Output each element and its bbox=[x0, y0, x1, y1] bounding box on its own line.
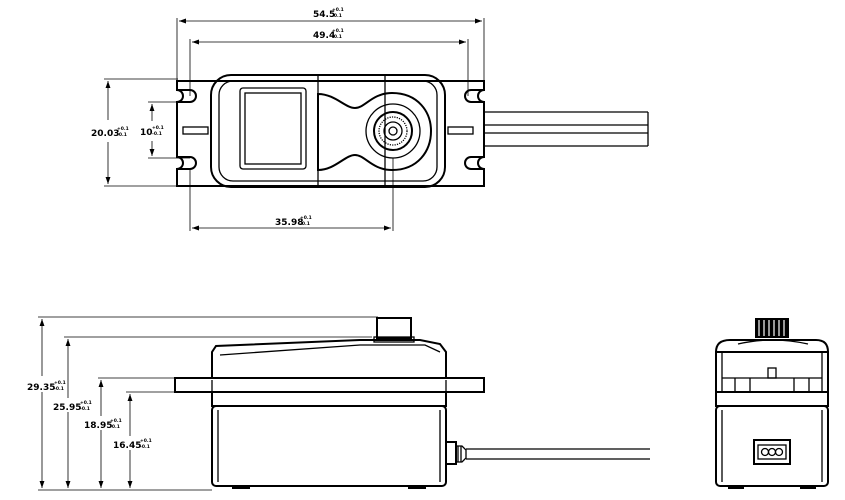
end-cable-connector bbox=[753, 439, 791, 465]
cable-top bbox=[484, 111, 649, 147]
top-case-outline bbox=[210, 74, 446, 188]
end-middle-band bbox=[715, 391, 829, 407]
svg-text:+0.1: +0.1 bbox=[54, 380, 66, 386]
svg-text:-0.1: -0.1 bbox=[332, 13, 342, 19]
side-cable bbox=[446, 441, 650, 465]
svg-text:-0.1: -0.1 bbox=[54, 386, 64, 392]
spline-gear bbox=[373, 111, 413, 151]
mount-slot-top-left bbox=[177, 89, 197, 103]
dim-spline-offset-label: 35.98 bbox=[275, 218, 303, 228]
dim-overall-height: 29.35 +0.1 -0.1 bbox=[27, 319, 66, 488]
svg-text:-0.1: -0.1 bbox=[152, 131, 162, 137]
mount-slot-top-right bbox=[464, 89, 484, 103]
side-view: 29.35 +0.1 -0.1 25.95 +0.1 -0.1 18.95 +0… bbox=[27, 316, 650, 491]
dim-hole-spacing-width: 10 +0.1 -0.1 bbox=[140, 101, 190, 159]
dim-flange-bottom-height: 16.45 +0.1 -0.1 bbox=[113, 394, 152, 488]
svg-text:-0.1: -0.1 bbox=[110, 424, 120, 430]
dim-overall-length-label: 54.5 bbox=[313, 10, 335, 20]
side-spline bbox=[373, 317, 415, 343]
end-spline bbox=[755, 318, 789, 338]
dim-overall-length: 54.5 +0.1 -0.1 bbox=[176, 7, 485, 80]
svg-text:+0.1: +0.1 bbox=[332, 7, 344, 13]
dim-flange-top-height-label: 18.95 bbox=[84, 421, 112, 431]
svg-text:+0.1: +0.1 bbox=[117, 126, 129, 132]
end-view bbox=[714, 318, 830, 489]
dim-hole-spacing-length-label: 49.4 bbox=[313, 31, 335, 41]
svg-text:+0.1: +0.1 bbox=[332, 28, 344, 34]
end-top-cover bbox=[714, 339, 830, 353]
svg-text:+0.1: +0.1 bbox=[152, 125, 164, 131]
spline-hub bbox=[383, 121, 403, 141]
label-area bbox=[239, 87, 307, 170]
dim-width: 20.03 +0.1 -0.1 bbox=[91, 78, 178, 187]
side-case-body bbox=[211, 405, 447, 487]
svg-text:+0.1: +0.1 bbox=[80, 400, 92, 406]
svg-text:-0.1: -0.1 bbox=[300, 221, 310, 227]
mount-slot-bottom-right bbox=[464, 156, 484, 170]
svg-text:+0.1: +0.1 bbox=[140, 438, 152, 444]
dim-hole-spacing-length: 49.4 +0.1 -0.1 bbox=[189, 28, 469, 96]
gear-cover-outline bbox=[317, 91, 433, 172]
top-case-inner bbox=[218, 80, 438, 182]
dim-hole-spacing-width-label: 10 bbox=[140, 128, 153, 138]
top-flange-outline bbox=[176, 80, 485, 187]
svg-text:+0.1: +0.1 bbox=[300, 215, 312, 221]
svg-text:-0.1: -0.1 bbox=[80, 406, 90, 412]
spline-screw bbox=[388, 126, 398, 136]
center-slot-right bbox=[447, 126, 474, 135]
label-area-inner bbox=[244, 92, 302, 165]
svg-text:-0.1: -0.1 bbox=[117, 132, 127, 138]
end-upper-case bbox=[715, 351, 829, 393]
svg-text:+0.1: +0.1 bbox=[110, 418, 122, 424]
svg-text:-0.1: -0.1 bbox=[332, 34, 342, 40]
end-case-body bbox=[715, 405, 829, 487]
center-slot-left bbox=[182, 126, 209, 135]
dim-case-height: 25.95 +0.1 -0.1 bbox=[53, 339, 92, 488]
dim-case-height-label: 25.95 bbox=[53, 403, 81, 413]
side-flange bbox=[174, 377, 485, 393]
svg-text:-0.1: -0.1 bbox=[140, 444, 150, 450]
dim-overall-height-label: 29.35 bbox=[27, 383, 55, 393]
mount-slot-bottom-left bbox=[177, 156, 197, 170]
side-top-cover bbox=[211, 339, 447, 379]
dim-flange-bottom-height-label: 16.45 bbox=[113, 441, 141, 451]
dim-width-label: 20.03 bbox=[91, 129, 119, 139]
side-middle-band bbox=[211, 391, 447, 407]
top-view: 54.5 +0.1 -0.1 49.4 +0.1 -0.1 20.03 +0.1… bbox=[91, 7, 649, 231]
dim-flange-top-height: 18.95 +0.1 -0.1 bbox=[84, 380, 122, 488]
spline-teeth bbox=[378, 116, 408, 146]
dim-spline-offset: 35.98 +0.1 -0.1 bbox=[189, 158, 394, 231]
